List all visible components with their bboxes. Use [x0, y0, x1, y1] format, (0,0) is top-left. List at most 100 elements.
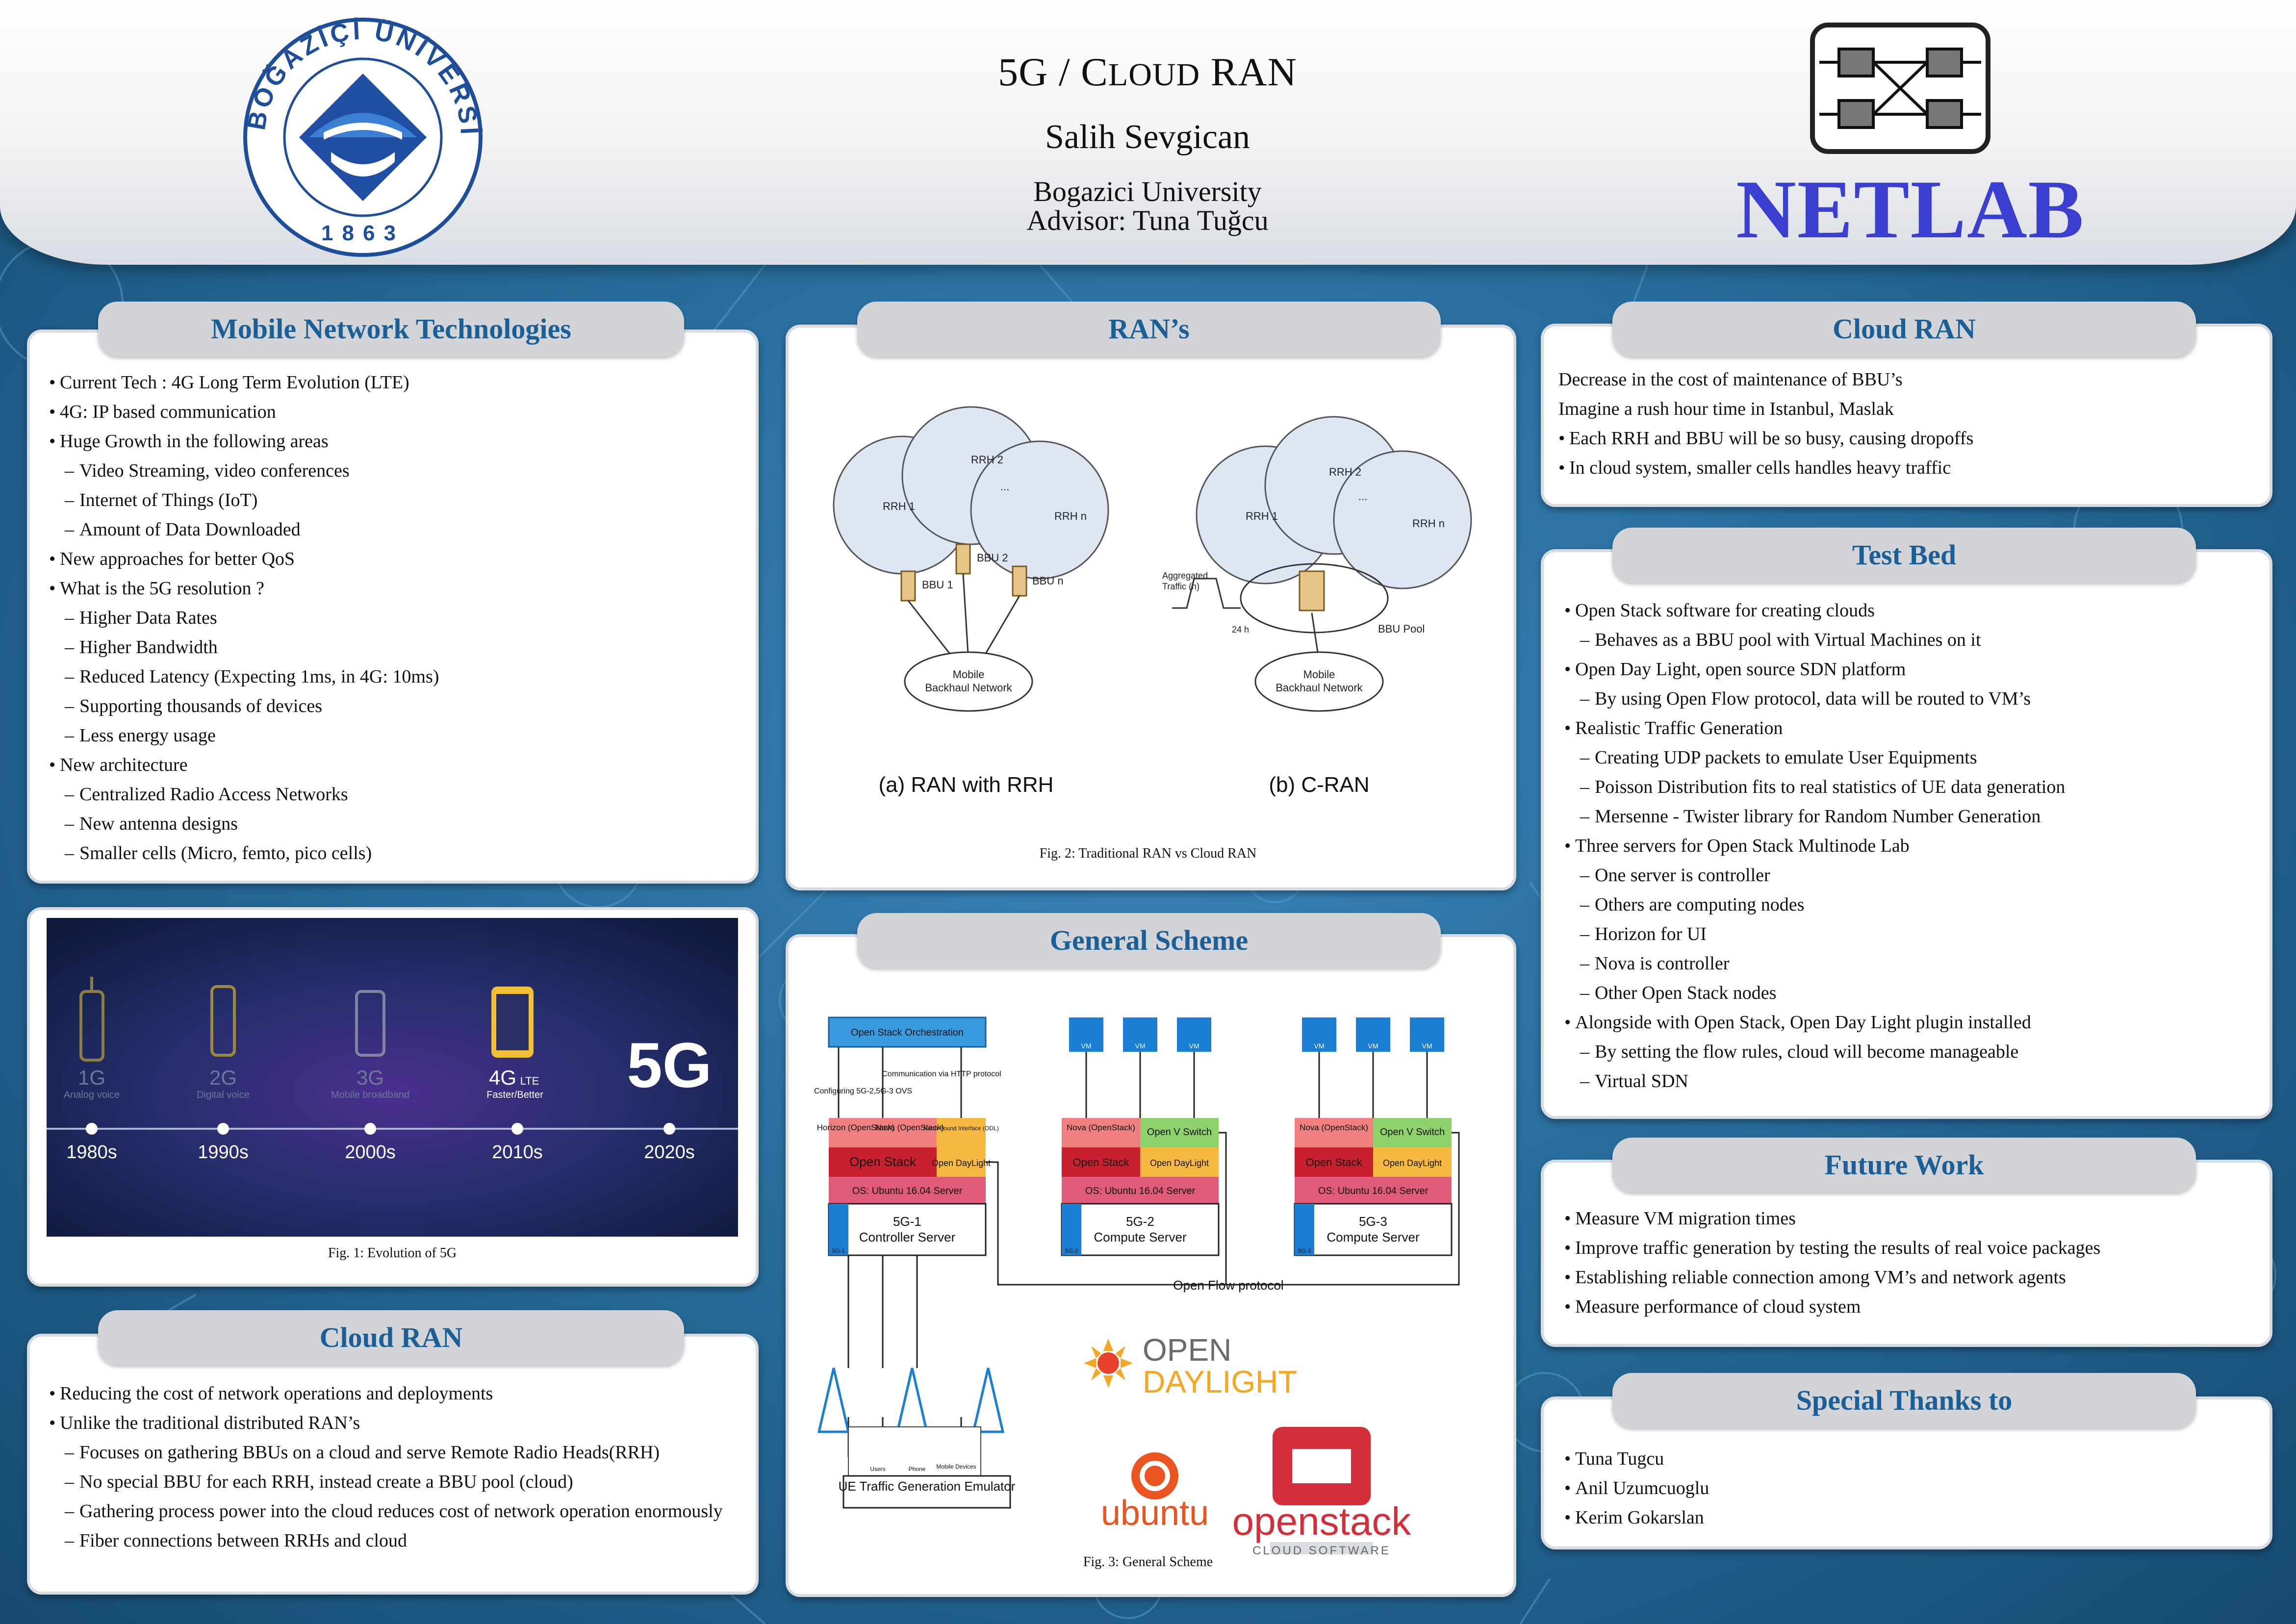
list-item: Behaves as a BBU pool with Virtual Machi… — [1564, 625, 2251, 655]
fig2-caption: Fig. 2: Traditional RAN vs Cloud RAN — [1039, 846, 1257, 861]
svg-text:Horizon (OpenStack): Horizon (OpenStack) — [817, 1123, 895, 1132]
node-5g-3: Nova (OpenStack) Open V Switch Open Stac… — [1294, 1017, 1453, 1256]
svg-text:LTE: LTE — [520, 1075, 539, 1087]
svg-text:Mobile: Mobile — [1303, 668, 1335, 681]
list-item: No special BBU for each RRH, instead cre… — [49, 1467, 736, 1497]
list-item: Poisson Distribution fits to real statis… — [1564, 772, 2251, 802]
list-item: Smaller cells (Micro, femto, pico cells) — [49, 838, 736, 868]
svg-text:VM: VM — [1422, 1042, 1432, 1050]
list-item: Reducing the cost of network operations … — [49, 1379, 736, 1408]
svg-text:5G-1: 5G-1 — [832, 1247, 845, 1254]
list-item: Others are computing nodes — [1564, 890, 2251, 919]
rans-title: RAN’s — [857, 302, 1441, 356]
list-item: Improve traffic generation by testing th… — [1564, 1233, 2251, 1263]
list-item: Internet of Things (IoT) — [49, 485, 736, 515]
svg-text:RRH n: RRH n — [1412, 517, 1445, 530]
svg-text:...: ... — [1358, 490, 1367, 503]
list-item: Centralized Radio Access Networks — [49, 780, 736, 809]
list-item: New architecture — [49, 750, 736, 780]
gen-2g: 2G Digital voice 1990s — [197, 985, 250, 1163]
year-2020s: 2020s — [644, 1142, 695, 1163]
list-item: Establishing reliable connection among V… — [1564, 1263, 2251, 1292]
svg-text:Traffic (h): Traffic (h) — [1162, 582, 1199, 591]
cloud-ran-left-list: Reducing the cost of network operations … — [49, 1379, 736, 1555]
advisor: Advisor: Tuna Tuğcu — [1026, 204, 1269, 236]
svg-text:3G: 3G — [357, 1066, 384, 1089]
svg-text:Faster/Better: Faster/Better — [486, 1090, 543, 1100]
list-item: Other Open Stack nodes — [1564, 978, 2251, 1008]
netlab-logo-text: NETLAB — [1736, 163, 2085, 255]
gen-4g: 4G LTE Faster/Better 2010s — [486, 987, 543, 1163]
svg-text:CLOUD SOFTWARE: CLOUD SOFTWARE — [1252, 1544, 1391, 1554]
svg-text:VM: VM — [1135, 1042, 1146, 1050]
mobile-tech-title: Mobile Network Technologies — [98, 302, 684, 356]
list-item: Huge Growth in the following areas — [49, 427, 736, 456]
list-item: One server is controller — [1564, 861, 2251, 890]
list-item: Supporting thousands of devices — [49, 691, 736, 721]
svg-text:5G-2: 5G-2 — [1126, 1214, 1154, 1229]
svg-text:VM: VM — [1081, 1042, 1092, 1050]
list-item: Each RRH and BBU will be so busy, causin… — [1558, 424, 2245, 453]
svg-text:OPEN: OPEN — [1143, 1332, 1231, 1368]
general-scheme-title: General Scheme — [857, 913, 1441, 968]
big-5g-label: 5G — [627, 1029, 712, 1101]
mobile-tech-list: Current Tech : 4G Long Term Evolution (L… — [49, 368, 736, 868]
svg-text:Users: Users — [870, 1466, 885, 1472]
svg-text:RRH 1: RRH 1 — [883, 500, 915, 512]
list-item: By using Open Flow protocol, data will b… — [1564, 684, 2251, 713]
list-item: Open Stack software for creating clouds — [1564, 596, 2251, 625]
svg-text:Mobile broadband: Mobile broadband — [331, 1090, 409, 1100]
evolution-of-5g-image: 1G Analog voice 1980s 2G Digital voice 1… — [47, 918, 738, 1237]
svg-text:BBU Pool: BBU Pool — [1378, 623, 1425, 635]
svg-text:2G: 2G — [209, 1066, 237, 1089]
svg-text:1G: 1G — [78, 1066, 105, 1089]
svg-text:5G-3: 5G-3 — [1298, 1247, 1311, 1254]
svg-text:Open DayLight: Open DayLight — [1150, 1158, 1209, 1168]
fig1-caption: Fig. 1: Evolution of 5G — [328, 1245, 457, 1261]
svg-text:Open DayLight: Open DayLight — [932, 1158, 991, 1168]
svg-text:OS: Ubuntu 16.04 Server: OS: Ubuntu 16.04 Server — [1085, 1186, 1196, 1196]
svg-text:RRH 1: RRH 1 — [1246, 510, 1278, 522]
netlab-logo-icon — [1810, 23, 1990, 154]
ran-comparison-figure: RRH 1 RRH 2 RRH n ... RRH 1 RRH 2 RRH n … — [833, 406, 1472, 797]
svg-text:Controller Server: Controller Server — [859, 1230, 956, 1244]
list-item: Realistic Traffic Generation — [1564, 713, 2251, 743]
list-item: New approaches for better QoS — [49, 544, 736, 574]
list-item: Virtual SDN — [1564, 1066, 2251, 1096]
list-item: Kerim Gokarslan — [1564, 1503, 2251, 1532]
list-item: Gathering process power into the cloud r… — [49, 1497, 736, 1526]
svg-text:2000s: 2000s — [345, 1142, 396, 1163]
list-item: Unlike the traditional distributed RAN’s — [49, 1408, 736, 1438]
svg-text:BBU 2: BBU 2 — [977, 552, 1008, 564]
cloud-ran-right-list: Decrease in the cost of maintenance of B… — [1558, 365, 2245, 482]
list-item: In cloud system, smaller cells handles h… — [1558, 453, 2245, 482]
openstack-logo: openstack CLOUD SOFTWARE — [1232, 1427, 1411, 1554]
svg-text:Nova (OpenStack): Nova (OpenStack) — [1300, 1123, 1368, 1132]
list-item: Open Day Light, open source SDN platform — [1564, 655, 2251, 684]
svg-text:...: ... — [1000, 481, 1009, 493]
node-5g-2: Nova (OpenStack) Open V Switch Open Stac… — [1061, 1017, 1220, 1256]
svg-text:1980s: 1980s — [66, 1142, 117, 1163]
list-item: Nova is controller — [1564, 949, 2251, 978]
list-item: Horizon for UI — [1564, 919, 2251, 949]
svg-text:Open Flow protocol: Open Flow protocol — [1173, 1278, 1283, 1293]
svg-text:BBU 1: BBU 1 — [922, 579, 953, 591]
list-item: What is the 5G resolution ? — [49, 574, 736, 603]
list-item: Amount of Data Downloaded — [49, 515, 736, 544]
svg-text:Compute Server: Compute Server — [1094, 1230, 1187, 1244]
list-item: Focuses on gathering BBUs on a cloud and… — [49, 1438, 736, 1467]
list-item: Higher Data Rates — [49, 603, 736, 633]
thanks-title: Special Thanks to — [1612, 1373, 2196, 1428]
label-c-ran: (b) C-RAN — [1269, 773, 1369, 797]
svg-text:North Bound Interface (ODL): North Bound Interface (ODL) — [923, 1125, 998, 1132]
svg-text:VM: VM — [1189, 1042, 1199, 1050]
general-scheme-figure: Open Stack Orchestration Communication v… — [814, 1016, 1460, 1554]
opendaylight-logo: OPEN DAYLIGHT — [1084, 1332, 1297, 1399]
thanks-list: Tuna TugcuAnil UzumcuogluKerim Gokarslan — [1564, 1444, 2251, 1532]
svg-text:OS: Ubuntu 16.04 Server: OS: Ubuntu 16.04 Server — [852, 1186, 963, 1196]
svg-text:BBU n: BBU n — [1032, 575, 1064, 587]
list-item: Measure VM migration times — [1564, 1204, 2251, 1233]
list-item: Alongside with Open Stack, Open Day Ligh… — [1564, 1008, 2251, 1037]
svg-text:Backhaul Network: Backhaul Network — [1276, 682, 1363, 694]
list-item: Reduced Latency (Expecting 1ms, in 4G: 1… — [49, 662, 736, 691]
